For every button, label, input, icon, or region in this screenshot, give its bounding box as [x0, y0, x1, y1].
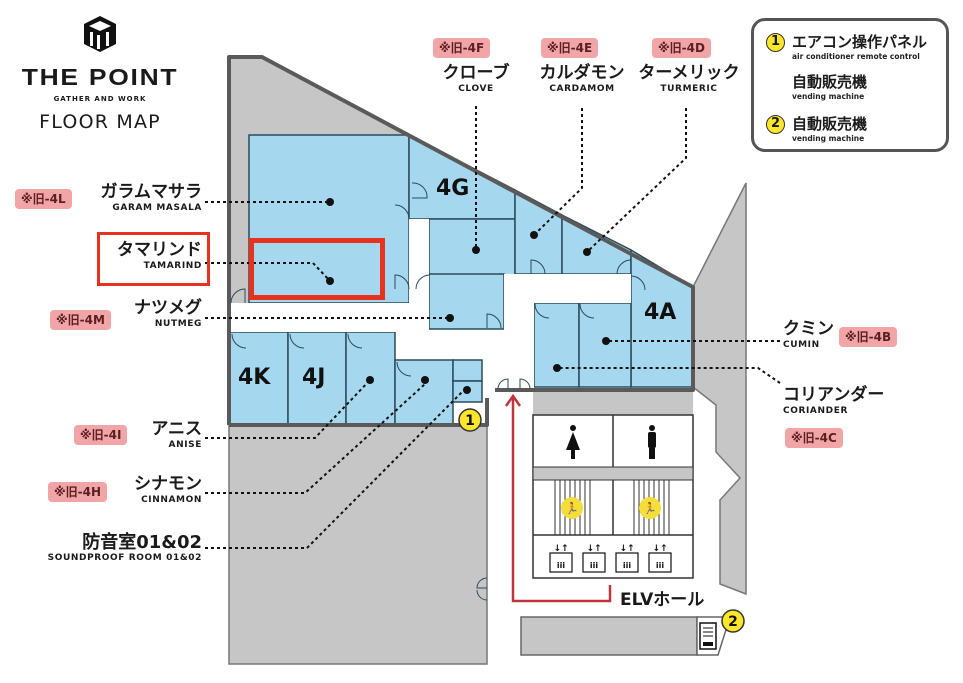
room-label-nutmeg[interactable]: ナツメグ NUTMEG — [134, 298, 202, 330]
svg-text:🏃: 🏃 — [643, 502, 657, 515]
common-area — [228, 57, 747, 665]
legend-item-vending-2-en: vending machine — [792, 134, 865, 143]
room-label-cumin[interactable]: クミン CUMIN — [783, 319, 834, 351]
legend-badge-1: 1 — [766, 33, 785, 52]
legend-item-vending-en: vending machine — [792, 92, 865, 101]
legend-item-vending-2: 自動販売機 — [792, 115, 868, 133]
old-code-4l: ※旧-4L — [15, 189, 72, 209]
brand-name: THE POINT — [21, 64, 179, 90]
svg-text:iii: iii — [557, 561, 565, 570]
room-label-soundproof[interactable]: 防音室01&02 SOUNDPROOF ROOM 01&02 — [47, 532, 202, 563]
svg-text:↓↑: ↓↑ — [619, 544, 634, 554]
the-point-logo-icon — [84, 16, 116, 52]
room-label-garam-masala[interactable]: ガラムマサラ GARAM MASALA — [100, 182, 203, 214]
svg-text:2: 2 — [728, 614, 738, 630]
women-restroom-icon — [566, 425, 580, 459]
room-code-4k: 4K — [238, 365, 271, 390]
room-label-coriander[interactable]: コリアンダー CORIANDER — [783, 385, 885, 417]
room-code-4g: 4G — [436, 176, 470, 201]
old-code-4e: ※旧-4E — [541, 38, 599, 58]
tamarind-room-highlight — [249, 238, 385, 300]
vending-machine-icon — [699, 622, 717, 650]
room-label-cinnamon[interactable]: シナモン CINNAMON — [134, 474, 202, 506]
old-code-4m: ※旧-4M — [50, 310, 111, 330]
elevator-icons — [549, 552, 672, 573]
svg-text:iii: iii — [590, 561, 598, 570]
room-label-cardamom[interactable]: カルダモン CARDAMOM — [539, 63, 625, 95]
legend-badge-2: 2 — [766, 115, 785, 134]
old-code-4h: ※旧-4H — [48, 482, 108, 502]
room-dots — [326, 198, 610, 394]
room-code-4j: 4J — [302, 365, 326, 390]
room-label-turmeric[interactable]: ターメリック TURMERIC — [638, 63, 740, 95]
emergency-exit-icon — [561, 497, 583, 519]
brand-tagline: GATHER AND WORK — [53, 95, 147, 103]
legend-item-ac-panel-en: air conditioner remote control — [792, 52, 920, 61]
svg-text:↓↑: ↓↑ — [553, 544, 568, 554]
old-code-4b: ※旧-4B — [839, 327, 898, 347]
svg-text:iii: iii — [656, 561, 664, 570]
room-label-anise[interactable]: アニス ANISE — [151, 419, 202, 451]
page-title: FLOOR MAP — [39, 111, 161, 133]
old-code-4d: ※旧-4D — [652, 38, 711, 58]
room-label-clove[interactable]: クローブ CLOVE — [442, 63, 510, 95]
legend-box: 1 エアコン操作パネル air conditioner remote contr… — [751, 18, 949, 152]
marker-2-vending: 2 — [721, 609, 745, 633]
old-code-4f: ※旧-4F — [433, 38, 491, 58]
svg-text:↓↑: ↓↑ — [586, 544, 601, 554]
leader-lines — [205, 106, 781, 549]
svg-text:1: 1 — [465, 413, 475, 429]
outer-walls — [227, 55, 695, 427]
legend-item-ac-panel: エアコン操作パネル — [792, 33, 928, 51]
brand-block: THE POINT GATHER AND WORK FLOOR MAP — [0, 14, 200, 133]
elevator-hall-label: ELVホール — [620, 590, 705, 610]
svg-text:iii: iii — [623, 561, 631, 570]
route-to-elevator-hall — [504, 393, 612, 603]
tamarind-label-highlight — [97, 232, 210, 286]
svg-text:🏃: 🏃 — [565, 502, 579, 515]
old-code-4c: ※旧-4C — [785, 428, 843, 448]
legend-item-vending: 自動販売機 — [792, 73, 868, 91]
facilities-block: 🏃 🏃 ↓↑ ↓↑ ↓↑ ↓↑ iii iii iii iii — [532, 414, 694, 579]
door-arcs — [230, 182, 646, 601]
men-restroom-icon — [648, 425, 656, 459]
old-code-4i: ※旧-4I — [74, 425, 128, 445]
room-label-tamarind[interactable]: タマリンド TAMARIND — [117, 240, 202, 272]
svg-text:↓↑: ↓↑ — [652, 544, 667, 554]
room-code-4a: 4A — [644, 300, 677, 325]
corridors — [230, 219, 631, 390]
marker-1-ac-panel: 1 — [458, 408, 482, 432]
emergency-exit-icon — [639, 497, 661, 519]
